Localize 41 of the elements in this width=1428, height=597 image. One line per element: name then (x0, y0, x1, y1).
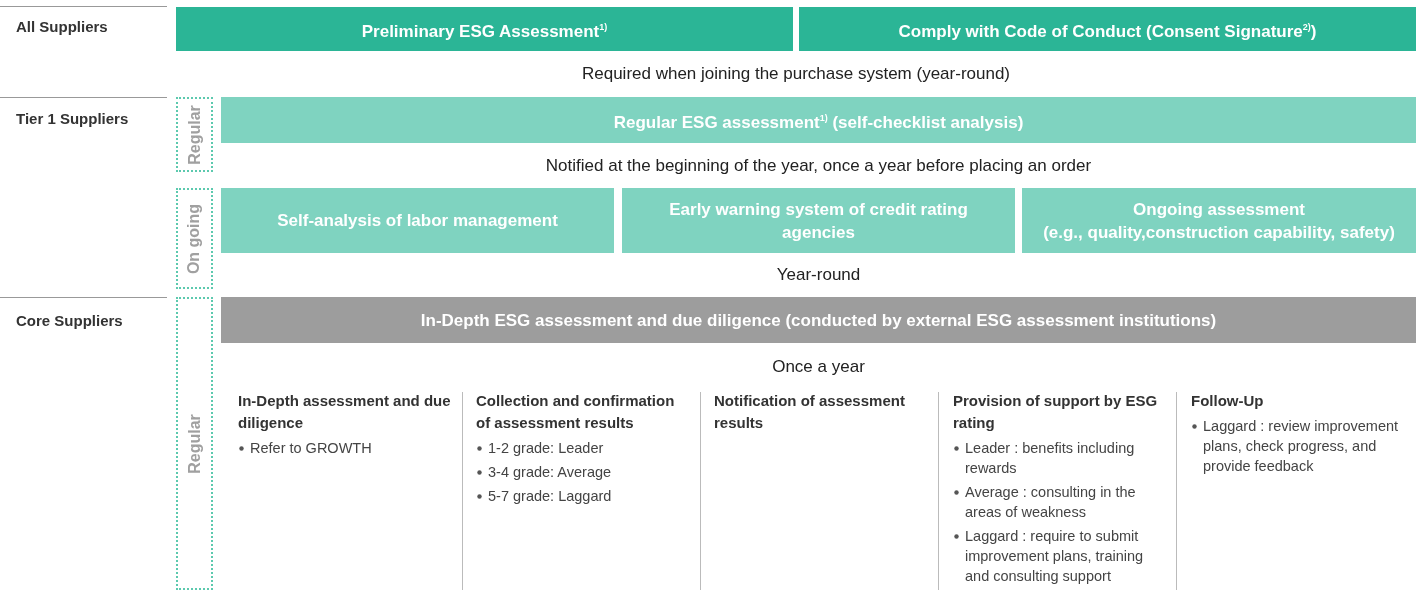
bullet-text: 3-4 grade: Average (488, 464, 612, 480)
tag-label: Regular (185, 104, 204, 165)
assessment-bar (622, 188, 1015, 253)
row-heading: Core Suppliers (16, 312, 124, 329)
row-heading: Tier 1 Suppliers (16, 110, 130, 127)
tag-label: Regular (185, 413, 204, 474)
bar-label: (e.g., quality,construction capability, safety) (1043, 221, 1395, 244)
bar-label: Preliminary ESG Assessment$^{1)}$ (361, 20, 608, 43)
bar-label: Comply with Code of Conduct (Consent Signature$^{2)}$) (898, 20, 1317, 43)
assessment-bar (1022, 188, 1416, 253)
dotted-tag-box (176, 97, 213, 172)
tag-label: On going (185, 203, 204, 274)
bar-label: Regular ESG assessment$^{1)}$ (self-checklist analysis) (613, 111, 1024, 134)
bar-label: In-Depth ESG assessment and due diligence (conducted by external ESG assessment institutions) (420, 309, 1217, 332)
bar-label: Ongoing assessment (1133, 198, 1305, 221)
assessment-bar (221, 97, 1416, 143)
assessment-bar (799, 7, 1416, 51)
timing-note: Notified at the beginning of the year, once a year before placing an order (544, 156, 1093, 176)
bar-label: Early warning system of credit rating agencies (668, 198, 969, 244)
bullet-text: 1-2 grade: Leader (488, 440, 604, 456)
bullet-text: 5-7 grade: Laggard (488, 488, 612, 504)
assessment-bar (221, 188, 614, 253)
dotted-tag-box (176, 188, 213, 289)
bullet-text: Laggard : require to submit improvement plans, training and consulting support (965, 528, 1144, 584)
timing-note: Once a year (771, 357, 866, 377)
step-heading: In-Depth assessment and due diligence (238, 391, 452, 433)
bar-label: Self-analysis of labor management (277, 210, 558, 232)
step-heading: Provision of support by ESG rating (953, 391, 1159, 433)
bullet-text: Leader : benefits including rewards (965, 440, 1135, 476)
dotted-tag-box (176, 297, 213, 590)
bullet-text: Average : consulting in the areas of weakness (965, 484, 1136, 520)
step-heading: Notification of assessment results (714, 391, 906, 433)
timing-note: Required when joining the purchase system (year-round) (580, 64, 1012, 84)
bullet-text: Laggard : review improvement plans, check progress, and provide feedback (1203, 418, 1399, 474)
assessment-bar (221, 297, 1416, 343)
timing-note: Year-round (775, 265, 862, 285)
bullet-text: Refer to GROWTH (250, 440, 372, 456)
row-heading: All Suppliers (16, 18, 109, 35)
step-heading: Follow-Up (1191, 391, 1265, 411)
step-heading: Collection and confirmation of assessment results (476, 391, 676, 433)
assessment-bar (176, 7, 793, 51)
